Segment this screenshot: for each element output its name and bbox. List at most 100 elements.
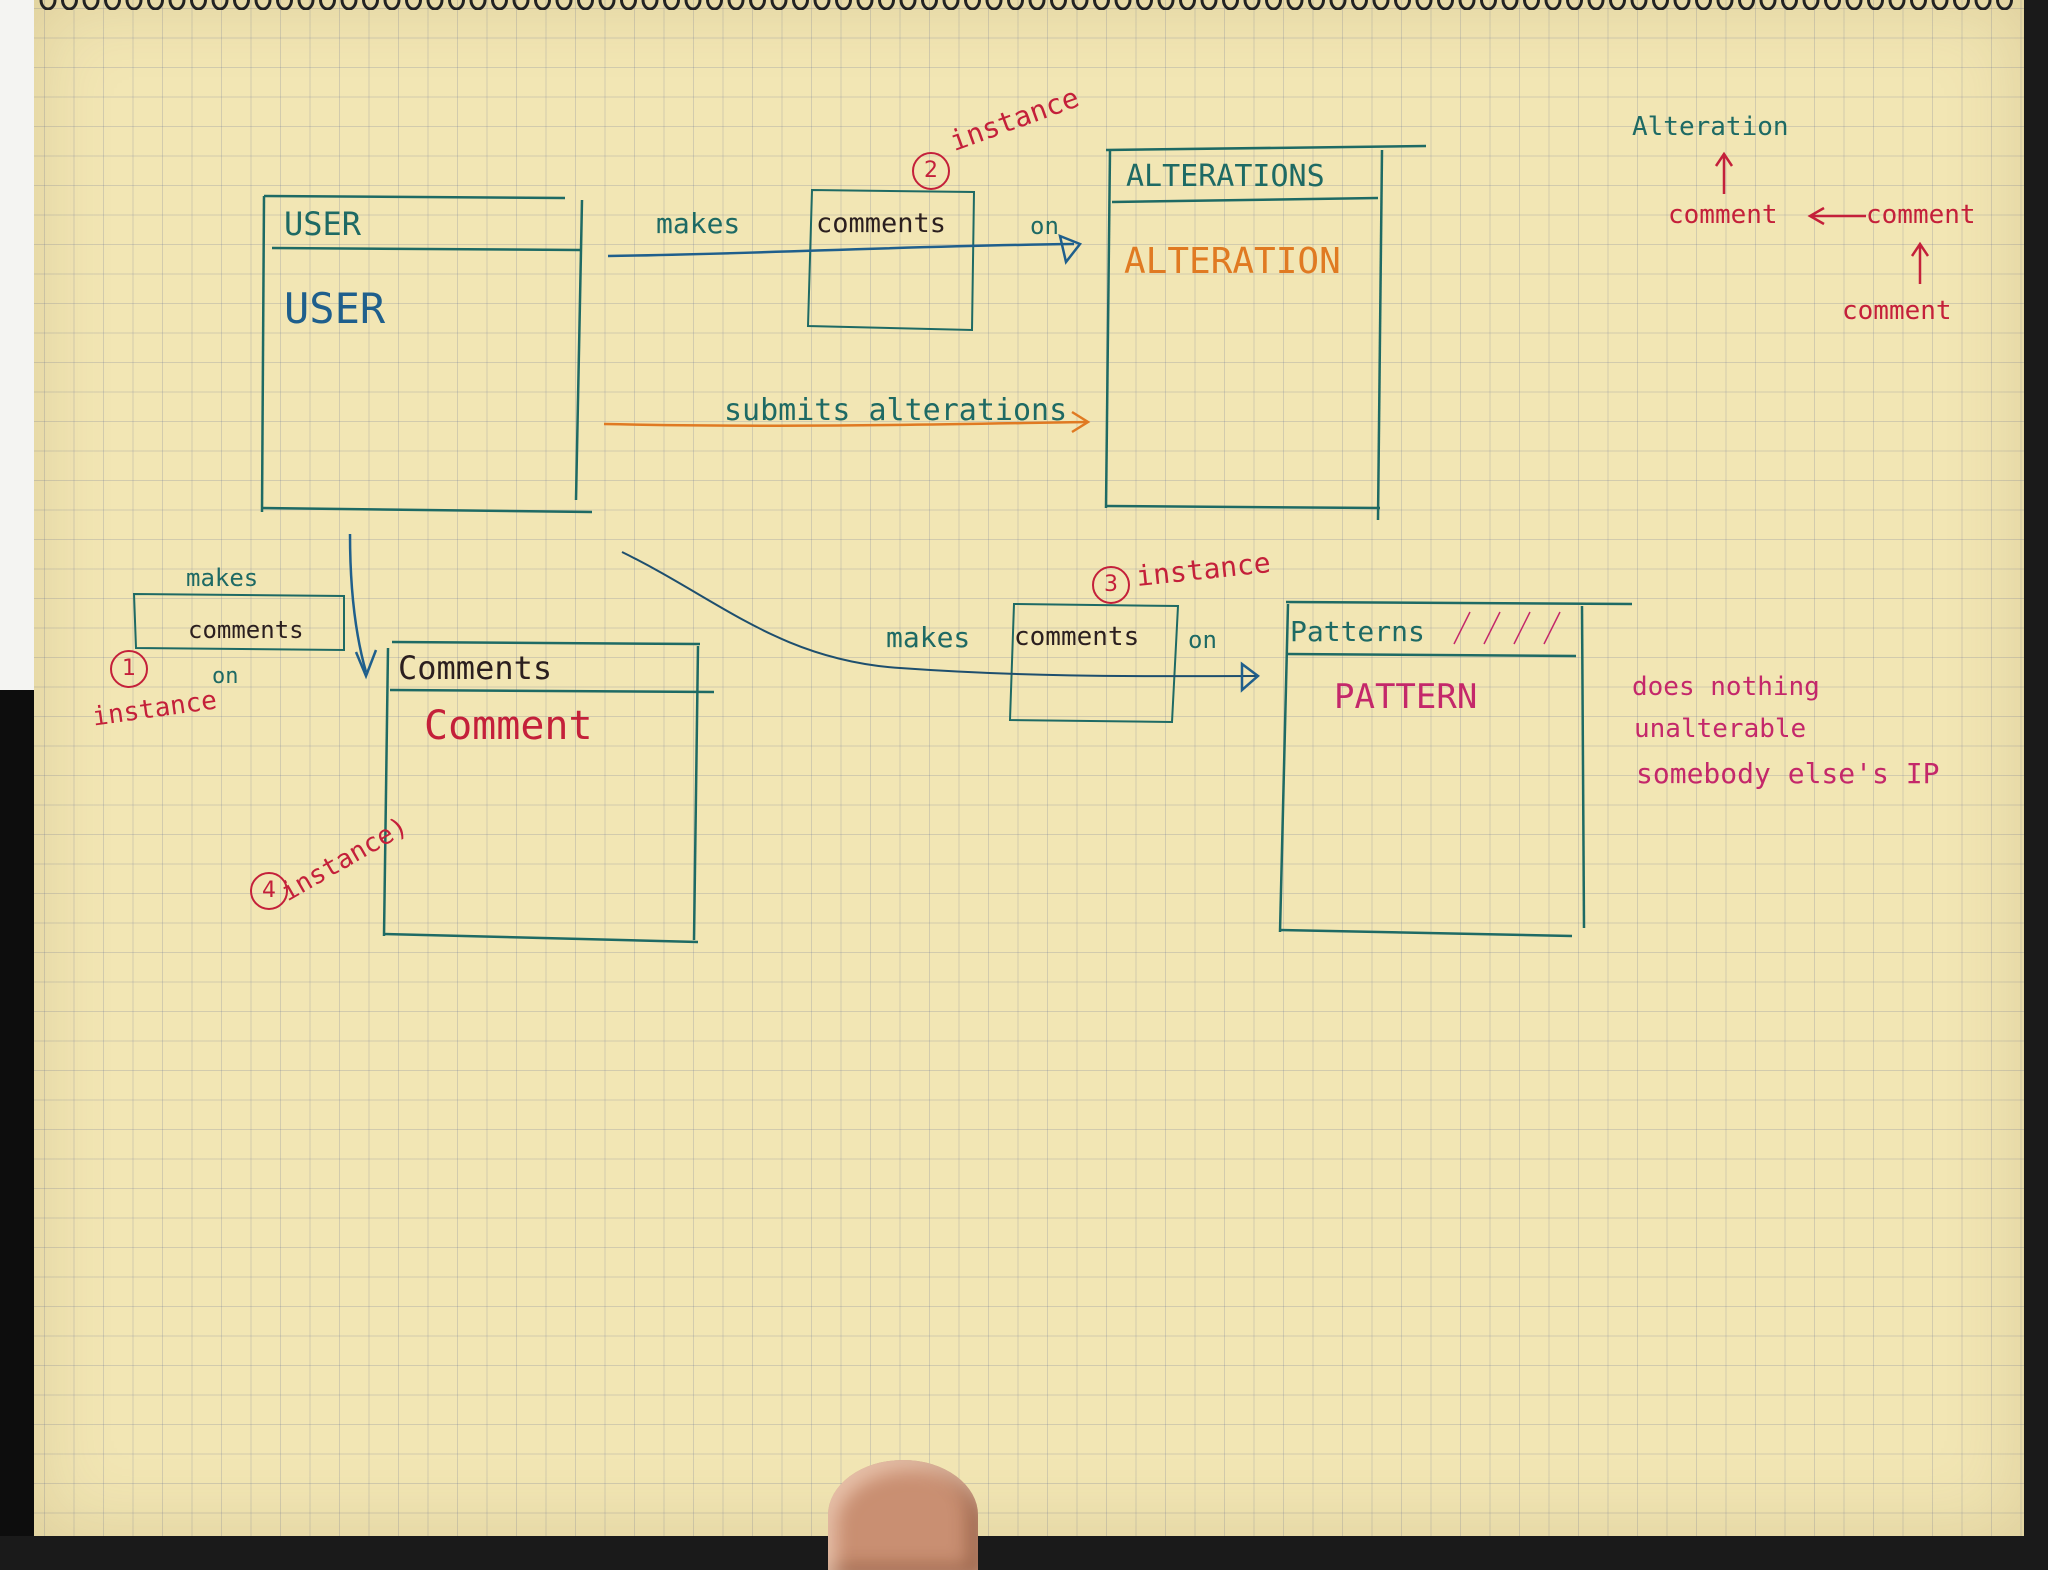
spiral-loop: [1071, 0, 1089, 10]
spiral-loop: [147, 0, 164, 10]
spiral-loop: [61, 0, 78, 10]
spiral-loop: [813, 0, 831, 10]
spiral-loop: [125, 0, 143, 10]
spiral-loop: [1910, 0, 1927, 10]
spiral-loop: [362, 0, 379, 10]
spiral-loop: [168, 0, 186, 10]
hierarchy-comment-bottom: comment: [1842, 296, 1952, 326]
spiral-loop: [555, 0, 573, 10]
spiral-loop: [1759, 0, 1777, 10]
spiral-loop: [577, 0, 594, 10]
comments-entity-box: [382, 640, 715, 944]
comments-entity-item: Comment: [424, 703, 593, 749]
patterns-note-line2: unalterable: [1634, 714, 1807, 744]
spiral-loop: [340, 0, 358, 10]
spiral-loop: [1781, 0, 1798, 10]
spiral-loop: [1136, 0, 1153, 10]
spiral-loop: [792, 0, 809, 10]
spiral-loop: [985, 0, 1003, 10]
comments-entity-title: Comments: [398, 649, 553, 687]
spiral-loop: [706, 0, 723, 10]
spiral-loop: [1953, 0, 1970, 10]
er-diagram: [132, 144, 1930, 944]
spiral-loop: [1974, 0, 1992, 10]
spiral-loop: [1738, 0, 1755, 10]
spiral-loop: [211, 0, 229, 10]
user-entity-item: USER: [284, 284, 386, 333]
relation-top-prep: on: [1030, 212, 1059, 240]
spiral-loop: [1996, 0, 2013, 10]
relation-top-object: comments: [816, 208, 947, 239]
spiral-loop: [1200, 0, 1218, 10]
relation-box-left: [132, 592, 345, 652]
spiral-loop: [1286, 0, 1304, 10]
spiral-loop: [469, 0, 487, 10]
spiral-loop: [383, 0, 401, 10]
patterns-entity-box: [1278, 600, 1633, 938]
spiral-loop: [491, 0, 508, 10]
spiral-loop: [1222, 0, 1239, 10]
alterations-entity-title: ALTERATIONS: [1126, 159, 1325, 194]
relation-top-verb: makes: [656, 207, 741, 240]
spiral-loop: [1888, 0, 1906, 10]
spiral-loop: [1480, 0, 1497, 10]
relation-box-top: [806, 188, 976, 332]
spiral-loop: [1931, 0, 1949, 10]
user-entity-box: [260, 194, 593, 514]
spiral-loop: [1050, 0, 1067, 10]
spiral-loop: [448, 0, 465, 10]
hierarchy-alteration: Alteration: [1632, 112, 1789, 142]
spiral-loop: [1544, 0, 1562, 10]
spiral-loop: [684, 0, 702, 10]
spiral-loop: [856, 0, 874, 10]
arrow-submits-alterations: [603, 410, 1091, 434]
spiral-loop: [1394, 0, 1411, 10]
hierarchy-comment-right: comment: [1866, 200, 1976, 230]
spiral-loop: [426, 0, 444, 10]
spiral-loop: [1437, 0, 1454, 10]
spiral-loop: [1652, 0, 1669, 10]
spiral-loop: [190, 0, 207, 10]
spiral-loop: [641, 0, 659, 10]
hierarchy-arrows: [1714, 151, 1930, 284]
spiral-loop: [1265, 0, 1282, 10]
spiral-loop: [1329, 0, 1347, 10]
spiral-loop: [1523, 0, 1540, 10]
relation-left-verb: makes: [186, 564, 259, 592]
spiral-loop: [1824, 0, 1841, 10]
notebook-edge: [0, 0, 34, 1536]
relation-left-object: comments: [188, 616, 304, 644]
spiral-loop: [1673, 0, 1691, 10]
spiral-loop: [39, 0, 57, 10]
spiral-loop: [964, 0, 981, 10]
spiral-loop: [1243, 0, 1261, 10]
spiral-loop: [1007, 0, 1024, 10]
spiral-loop: [1845, 0, 1863, 10]
submits-alterations-label: submits alterations: [724, 393, 1068, 428]
arrow-user-to-patterns: [621, 551, 1260, 693]
spiral-loop: [620, 0, 637, 10]
spiral-loop: [1630, 0, 1648, 10]
spiral-loop: [1867, 0, 1884, 10]
hierarchy-comment-mid: comment: [1668, 200, 1778, 230]
relation-top-instance-number: 2: [912, 152, 950, 190]
alterations-entity-item: ALTERATION: [1124, 241, 1341, 282]
spiral-loop: [82, 0, 100, 10]
spiral-loop: [942, 0, 960, 10]
patterns-entity-title: Patterns: [1290, 615, 1425, 648]
spiral-loop: [727, 0, 745, 10]
spiral-loop: [233, 0, 250, 10]
graph-paper-page: [34, 0, 2024, 1536]
spiral-loop: [1587, 0, 1605, 10]
spiral-loop: [276, 0, 293, 10]
spiral-loop: [921, 0, 938, 10]
alterations-entity-box: [1104, 144, 1427, 521]
spiral-loop: [405, 0, 422, 10]
relation-box-patterns: [1008, 602, 1180, 724]
relation-left-prep: on: [212, 664, 239, 689]
spiral-loop: [1458, 0, 1476, 10]
spiral-loop: [878, 0, 895, 10]
spiral-loop: [663, 0, 680, 10]
spiral-loop: [1114, 0, 1132, 10]
spiral-loop: [319, 0, 336, 10]
